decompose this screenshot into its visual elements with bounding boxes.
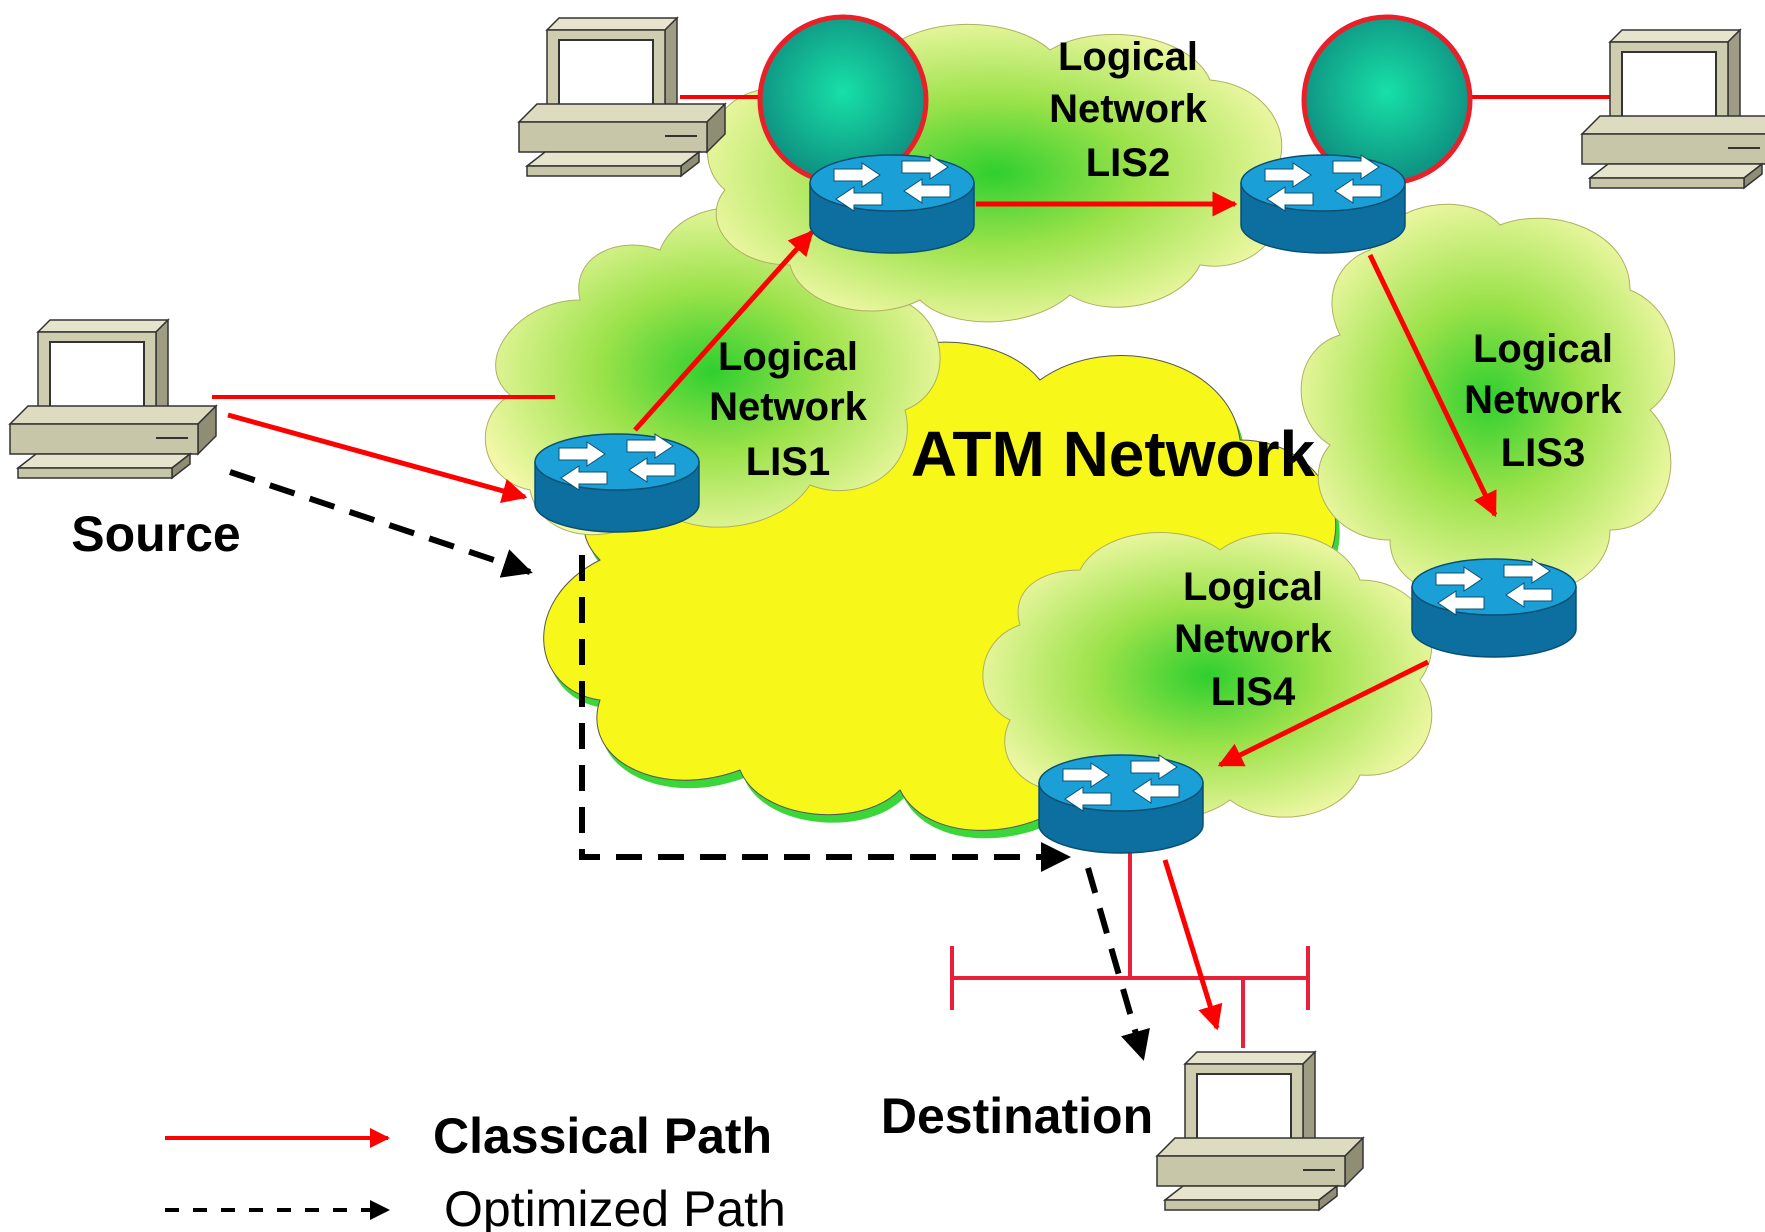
router-lis2-left <box>809 154 975 254</box>
pc-source <box>9 319 217 479</box>
lis2-label: Logical Network LIS2 <box>1049 35 1208 185</box>
source-label: Source <box>71 506 241 562</box>
router-lis4 <box>1038 754 1204 854</box>
router-lis3 <box>1411 558 1577 658</box>
lis3-label: Logical Network LIS3 <box>1464 327 1623 475</box>
pc-destination <box>1156 1051 1364 1211</box>
legend-optimized-label: Optimized Path <box>444 1181 786 1232</box>
lis4-cloud <box>982 532 1433 821</box>
lis4-line3: LIS4 <box>1211 670 1296 714</box>
pc-top-right <box>1581 29 1765 189</box>
lis1-line2: Network <box>709 385 868 429</box>
router-lis1 <box>534 433 700 533</box>
lis3-line1: Logical <box>1473 327 1613 371</box>
lis3-line2: Network <box>1464 378 1623 422</box>
lis3-line3: LIS3 <box>1501 431 1585 475</box>
destination-lan <box>950 852 1310 1048</box>
lis2-line1: Logical <box>1058 35 1198 79</box>
lis2-line2: Network <box>1049 87 1208 131</box>
classical-path <box>227 191 1498 1031</box>
legend: Classical Path Optimized Path <box>165 1108 786 1232</box>
lis2-line3: LIS2 <box>1086 141 1170 185</box>
lis1-line3: LIS1 <box>746 440 830 484</box>
lis4-label: Logical Network LIS4 <box>1174 565 1333 714</box>
destination-label: Destination <box>881 1088 1153 1144</box>
atm-network-label: ATM Network <box>911 418 1316 490</box>
lis4-line2: Network <box>1174 617 1333 661</box>
lis1-label: Logical Network LIS1 <box>709 335 868 484</box>
router-lis2-right <box>1240 154 1406 254</box>
lis4-line1: Logical <box>1183 565 1323 609</box>
optimized-path <box>229 469 1150 1061</box>
lis1-line1: Logical <box>718 335 858 379</box>
legend-classical-label: Classical Path <box>433 1108 772 1164</box>
